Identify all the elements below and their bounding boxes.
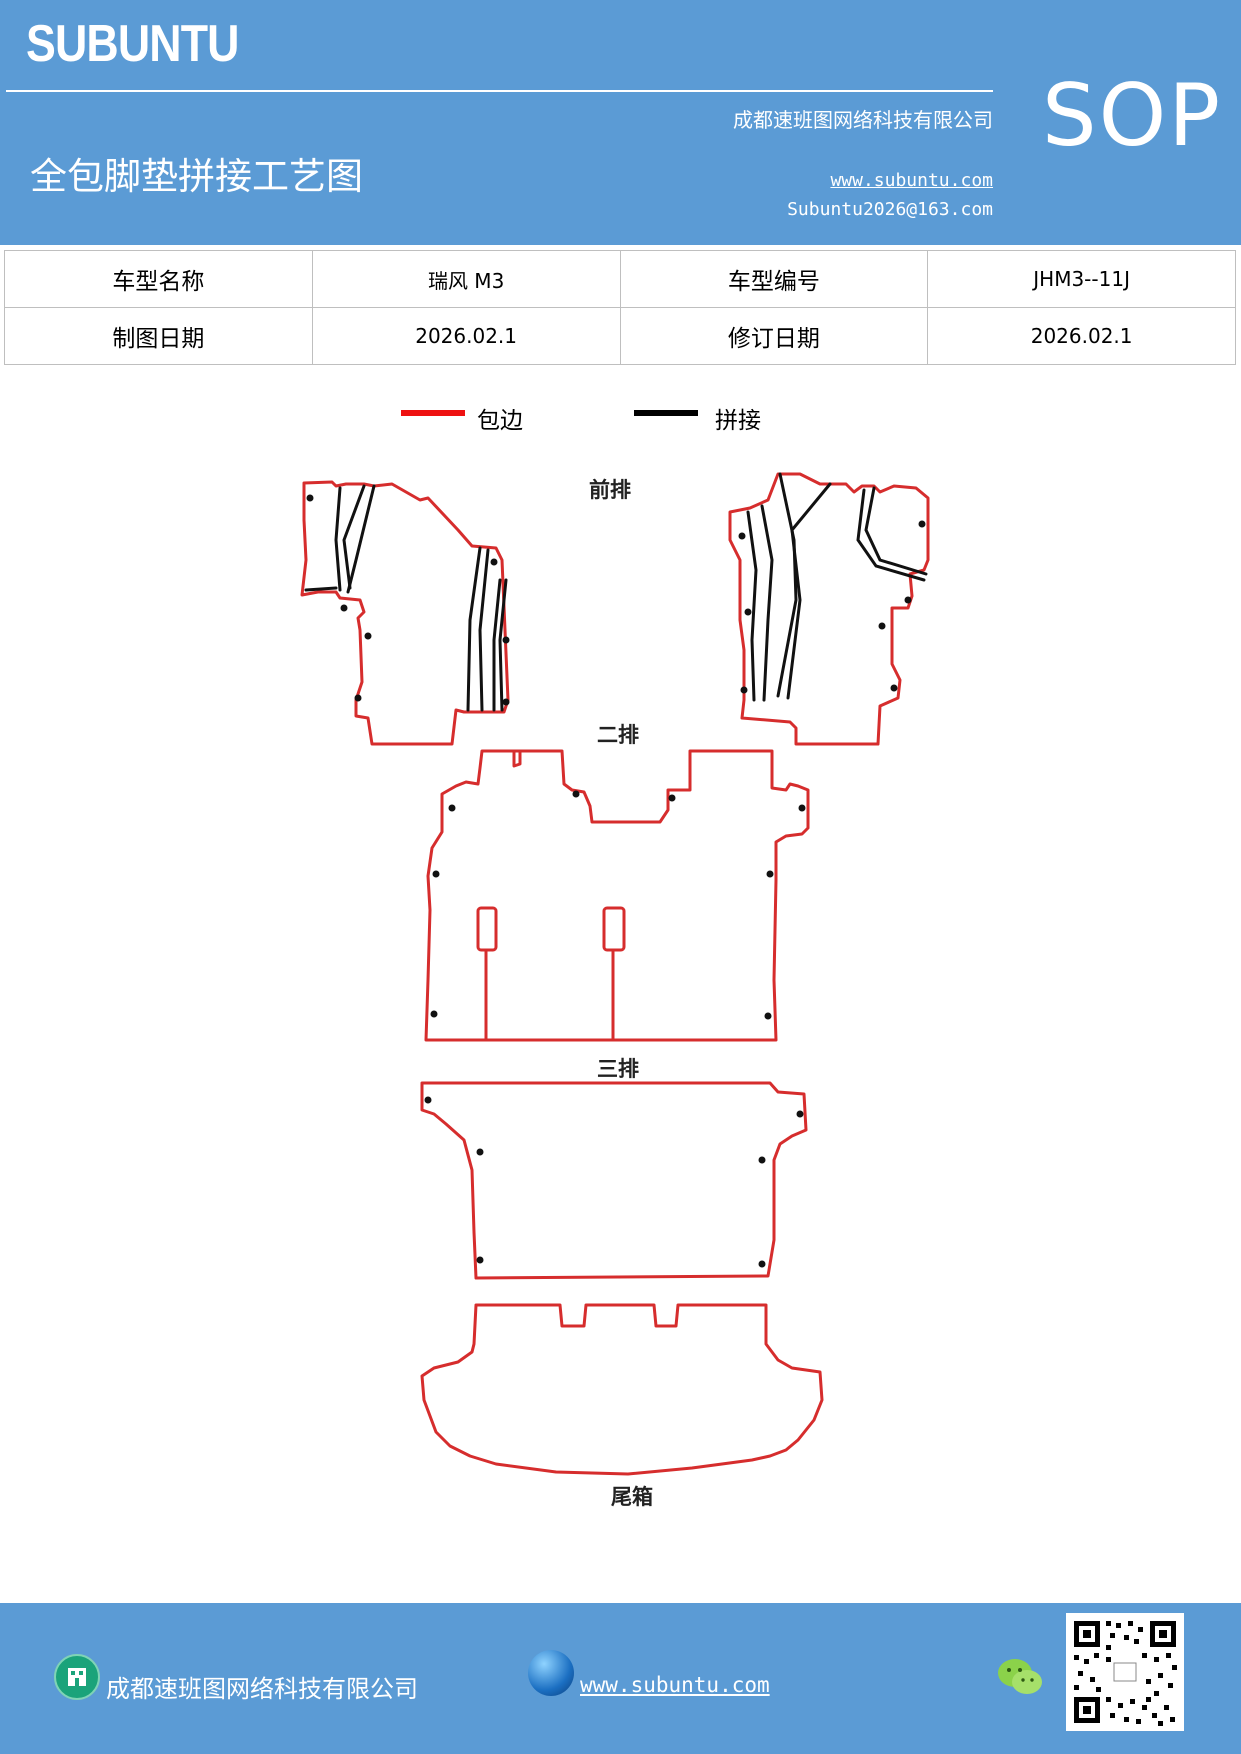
wechat-icon[interactable]	[996, 1655, 1044, 1699]
footer-company: 成都速班图网络科技有限公司	[106, 1675, 418, 1703]
anchor-dot	[476, 1148, 484, 1156]
second-row-slot-left	[476, 906, 498, 952]
model-code-value: JHM3--11J	[927, 250, 1236, 308]
header-company: 成都速班图网络科技有限公司	[733, 108, 993, 132]
front-right-mat	[728, 472, 930, 746]
section-label-second: 二排	[597, 723, 639, 747]
anchor-dot	[448, 804, 456, 812]
model-code-label: 车型编号	[619, 250, 929, 308]
anchor-dot	[918, 520, 926, 528]
anchor-dot	[740, 686, 748, 694]
second-row-mat	[424, 749, 810, 1042]
third-row-mat	[420, 1081, 808, 1280]
revise-date-label: 修订日期	[619, 307, 929, 365]
front-left-seam	[498, 578, 508, 712]
model-name-label: 车型名称	[4, 250, 313, 308]
anchor-dot	[424, 1096, 432, 1104]
front-left-seam	[334, 486, 342, 592]
section-label-trunk: 尾箱	[611, 1485, 653, 1509]
info-table: 车型名称 瑞风 M3 车型编号 JHM3--11J 制图日期 2026.02.1…	[4, 250, 1236, 365]
front-left-seam	[478, 548, 490, 712]
header-email: Subuntu2026@163.com	[787, 199, 993, 220]
revise-date-value: 2026.02.1	[927, 307, 1236, 365]
header: SUBUNTU 成都速班图网络科技有限公司 全包脚垫拼接工艺图 www.subu…	[0, 0, 1241, 245]
anchor-dot	[502, 636, 510, 644]
logo: SUBUNTU	[26, 15, 239, 73]
anchor-dot	[738, 532, 746, 540]
draw-date-value: 2026.02.1	[311, 307, 621, 365]
anchor-dot	[796, 1110, 804, 1118]
table-row: 车型名称 瑞风 M3 车型编号 JHM3--11J	[4, 250, 1236, 308]
front-right-seam	[864, 486, 928, 576]
front-left-seam	[492, 578, 502, 712]
front-right-seam	[856, 488, 926, 582]
section-label-third: 三排	[597, 1057, 639, 1081]
anchor-dot	[490, 558, 498, 566]
anchor-dot	[430, 1010, 438, 1018]
anchor-dot	[572, 790, 580, 798]
anchor-dot	[668, 794, 676, 802]
draw-date-label: 制图日期	[4, 307, 313, 365]
anchor-dot	[476, 1256, 484, 1264]
anchor-dot	[354, 694, 362, 702]
front-right-seam	[746, 510, 758, 702]
qr-code	[1066, 1613, 1184, 1731]
front-left-seam	[342, 484, 366, 590]
legend-swatch-edge	[401, 410, 465, 416]
footer-website-link[interactable]: www.subuntu.com	[580, 1673, 770, 1697]
building-icon	[54, 1654, 100, 1700]
anchor-dot	[890, 684, 898, 692]
header-divider	[6, 90, 993, 92]
legend-label-seam: 拼接	[715, 408, 761, 434]
anchor-dot	[904, 596, 912, 604]
front-left-mat	[300, 480, 510, 746]
anchor-dot	[766, 870, 774, 878]
anchor-dot	[306, 494, 314, 502]
front-left-seam	[466, 546, 482, 712]
front-right-seam	[760, 504, 774, 702]
anchor-dot	[878, 622, 886, 630]
anchor-dot	[340, 604, 348, 612]
model-name-value: 瑞风 M3	[311, 250, 621, 308]
trunk-mat	[420, 1303, 824, 1476]
front-left-seam	[304, 586, 338, 592]
front-left-seam	[346, 484, 376, 594]
anchor-dot	[764, 1012, 772, 1020]
anchor-dot	[744, 608, 752, 616]
anchor-dot	[364, 632, 372, 640]
front-right-seam	[786, 482, 832, 700]
front-right-seam	[776, 472, 798, 698]
anchor-dot	[758, 1260, 766, 1268]
second-row-slot-right	[602, 906, 626, 952]
section-label-front: 前排	[589, 478, 631, 502]
legend-swatch-seam	[634, 410, 698, 416]
document-title: 全包脚垫拼接工艺图	[30, 155, 363, 198]
anchor-dot	[758, 1156, 766, 1164]
legend-label-edge: 包边	[477, 408, 523, 434]
globe-icon	[528, 1650, 574, 1696]
sop-badge: SOP	[1042, 66, 1223, 166]
footer: 成都速班图网络科技有限公司 www.subuntu.com	[0, 1603, 1241, 1754]
anchor-dot	[432, 870, 440, 878]
table-row: 制图日期 2026.02.1 修订日期 2026.02.1	[4, 307, 1236, 365]
anchor-dot	[502, 698, 510, 706]
header-website-link[interactable]: www.subuntu.com	[830, 170, 993, 191]
anchor-dot	[798, 804, 806, 812]
